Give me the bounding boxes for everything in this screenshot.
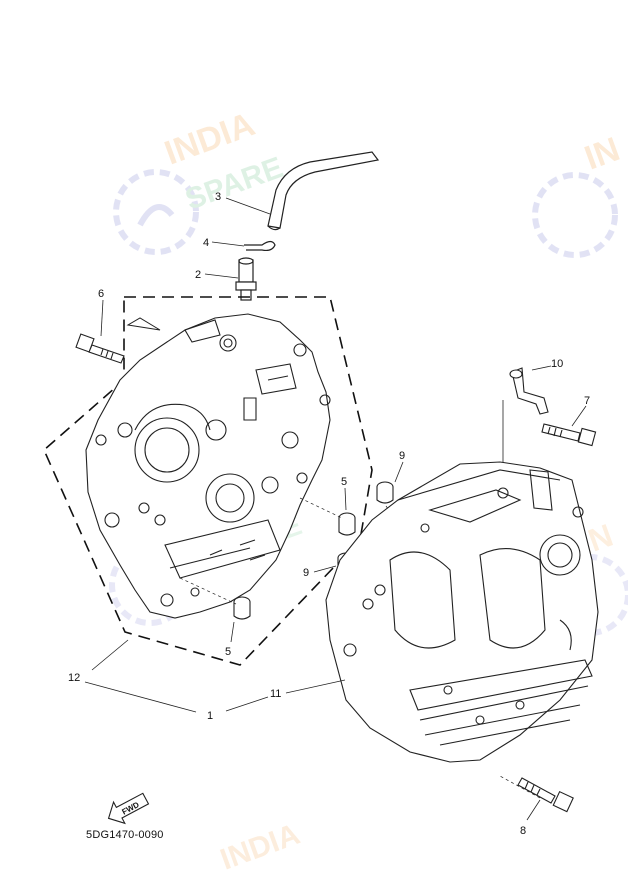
arrow-marker-icon <box>126 317 161 331</box>
watermark-right: IN <box>532 130 625 258</box>
svg-text:3: 3 <box>215 191 221 203</box>
callout-12: 12 <box>68 639 129 684</box>
watermark-top: INDIA SPARE <box>113 105 287 255</box>
svg-text:6: 6 <box>98 288 104 300</box>
svg-text:9: 9 <box>399 450 405 462</box>
svg-text:IN: IN <box>580 130 625 177</box>
dowel-5-lower-part <box>233 596 251 620</box>
svg-text:INDIA: INDIA <box>216 818 304 877</box>
right-crankcase-half <box>325 461 599 763</box>
callout-5-upper: 5 <box>341 476 347 511</box>
hose-clip-part <box>244 240 276 252</box>
left-crankcase-half <box>85 313 331 619</box>
svg-text:5: 5 <box>225 646 231 658</box>
svg-text:8: 8 <box>520 825 526 837</box>
callout-4: 4 <box>203 237 245 249</box>
svg-text:7: 7 <box>584 395 590 407</box>
svg-text:1: 1 <box>207 710 213 722</box>
svg-text:11: 11 <box>270 688 281 700</box>
svg-text:9: 9 <box>303 567 309 579</box>
callout-8: 8 <box>520 799 541 837</box>
bracket-10-part <box>509 367 549 415</box>
bolt-7-part <box>541 423 597 447</box>
svg-text:5: 5 <box>341 476 347 488</box>
callout-3: 3 <box>215 191 271 215</box>
assembly-outline-12 <box>43 296 373 666</box>
callout-6: 6 <box>98 288 104 337</box>
callout-11: 11 <box>270 679 346 700</box>
svg-text:2: 2 <box>195 269 201 281</box>
dowel-9-upper-part <box>376 481 394 504</box>
callout-9-upper: 9 <box>394 450 405 483</box>
callout-10: 10 <box>531 358 563 371</box>
watermark-bottom: INDIA <box>216 818 304 877</box>
callout-7: 7 <box>571 395 590 427</box>
bolt-8-part <box>517 777 574 813</box>
breather-hose-part <box>267 151 380 231</box>
breather-fitting-part <box>235 257 257 301</box>
callout-5-lower: 5 <box>225 621 235 658</box>
fwd-arrow-icon: FWD <box>107 792 150 825</box>
svg-text:12: 12 <box>68 672 80 684</box>
dowel-5-upper-part <box>338 512 356 536</box>
bolt-6-part <box>75 333 125 364</box>
part-code: 5DG1470-0090 <box>86 829 164 841</box>
svg-text:10: 10 <box>551 358 563 370</box>
svg-text:4: 4 <box>203 237 209 249</box>
callout-1: 1 <box>84 681 269 722</box>
callout-2: 2 <box>195 269 239 281</box>
callout-9-lower: 9 <box>303 565 337 579</box>
